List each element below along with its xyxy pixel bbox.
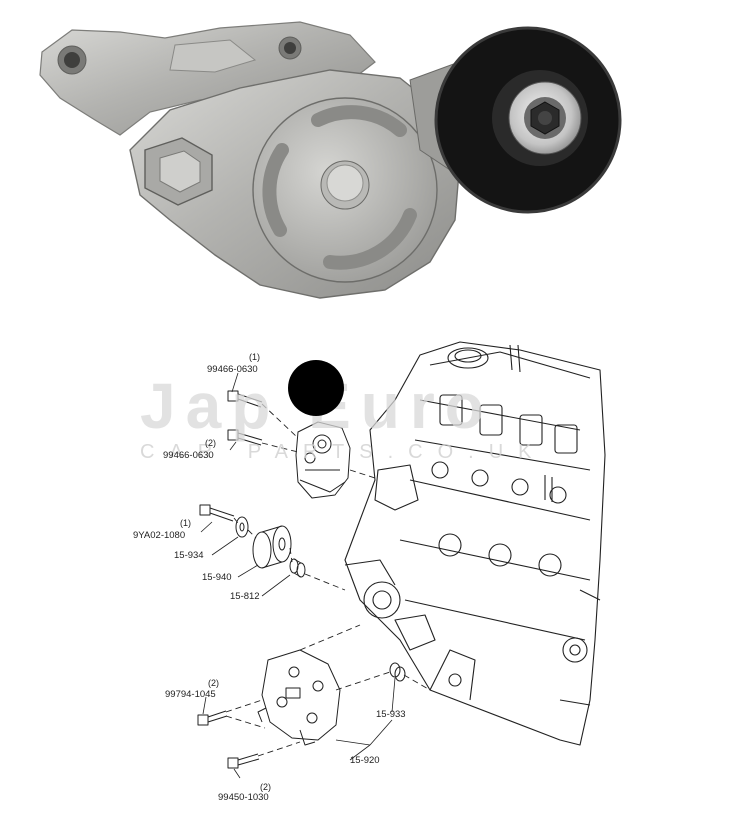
bracket-15-920-icon — [257, 649, 341, 746]
callout-part-7: 99794-1045 — [165, 689, 216, 700]
belt-tensioner-photo-icon — [39, 21, 622, 299]
callout-qty-2: (2) — [205, 438, 216, 448]
black-circle-badge-icon — [288, 360, 344, 416]
bolt-99450-1030-icon — [227, 753, 260, 769]
leader-lines — [200, 372, 396, 779]
callout-part-8: 15-933 — [376, 709, 406, 720]
assembly-guide-lines — [225, 403, 431, 757]
watermark-subtitle: CAR PARTS.CO.UK — [140, 441, 547, 463]
callout-part-5: 15-940 — [202, 572, 232, 583]
callout-part-10: 99450-1030 — [218, 792, 269, 803]
callout-part-2: 99466-0630 — [163, 450, 214, 461]
callout-part-1: 99466-0630 — [207, 364, 258, 375]
callout-part-9: 15-920 — [350, 755, 380, 766]
tensioner-photo — [39, 21, 622, 299]
pulley-15-940-icon — [252, 525, 292, 569]
callout-qty-10: (2) — [260, 782, 271, 792]
callout-qty-1: (1) — [249, 352, 260, 362]
washer-15-934-icon — [235, 516, 249, 538]
callout-part-4: 15-934 — [174, 550, 204, 561]
stud-15-933-icon — [389, 662, 406, 682]
callout-part-6: 15-812 — [230, 591, 260, 602]
callout-qty-3: (1) — [180, 518, 191, 528]
bushing-15-812-icon — [289, 558, 306, 578]
bolt-9ya02-1080-icon — [199, 504, 235, 522]
engine-block-icon — [344, 341, 606, 746]
bolt-99466-0630-upper-icon — [227, 390, 263, 408]
callout-part-3: 9YA02-1080 — [133, 530, 185, 541]
bolt-99466-0630-lower-icon — [227, 429, 263, 446]
tensioner-assembly-icon — [295, 421, 351, 499]
bolt-99794-1045-icon — [197, 710, 228, 726]
callout-qty-7: (2) — [208, 678, 219, 688]
